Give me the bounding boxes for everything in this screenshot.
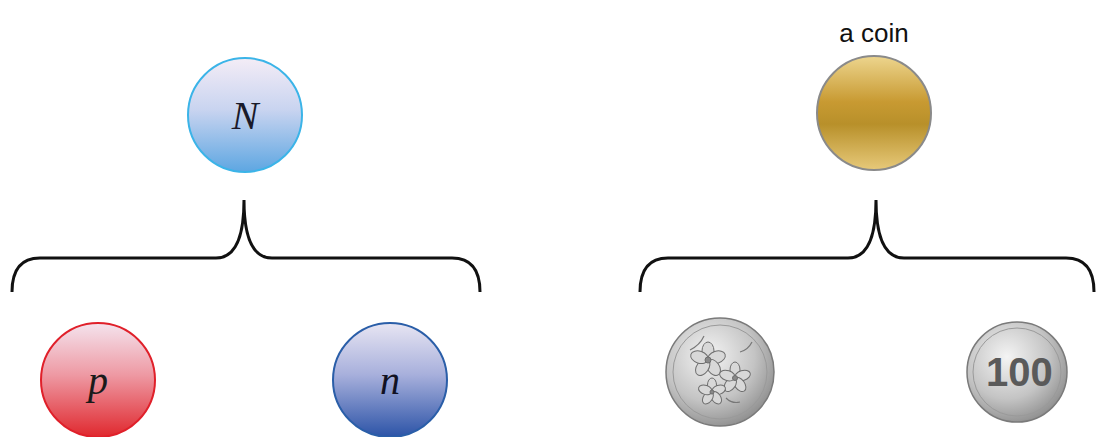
neutron-circle: n <box>332 322 448 437</box>
node-heading: a coin <box>839 18 908 49</box>
node-label: p <box>88 357 108 404</box>
curly-bracket <box>12 200 480 292</box>
coin-front-picture <box>666 318 774 426</box>
node-label: n <box>380 357 400 404</box>
curly-bracket <box>640 200 1094 292</box>
coin-circle: a coin <box>816 55 932 171</box>
node-label: N <box>232 92 259 139</box>
nucleon-circle: N <box>187 57 303 173</box>
node-label: 100 <box>986 350 1053 395</box>
coin-back-picture <box>967 322 1067 422</box>
proton-circle: p <box>40 322 156 437</box>
coin-back-face: 100 <box>967 322 1072 422</box>
